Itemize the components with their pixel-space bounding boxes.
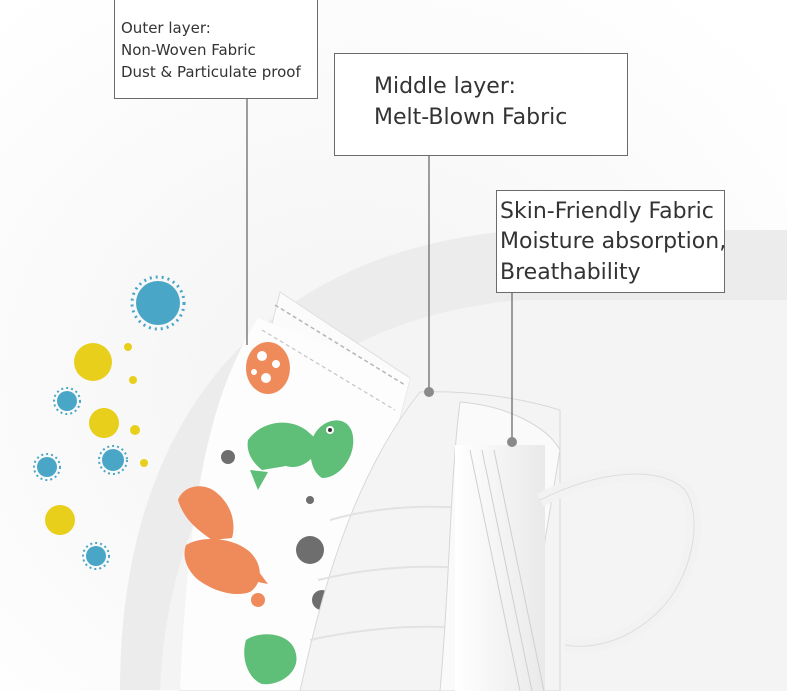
inner-layer xyxy=(439,401,702,691)
inner-label-line: Skin-Friendly Fabric xyxy=(500,199,714,224)
inner-label-line: Breathability xyxy=(500,259,641,285)
outer-label-line: Outer layer: xyxy=(121,19,211,37)
inner-layer-label: Skin-Friendly Fabric Moisture absorption… xyxy=(496,190,727,293)
egg-print xyxy=(246,342,290,394)
middle-layer-label: Middle layer: Melt-Blown Fabric xyxy=(334,53,628,156)
middle-label-line: Middle layer: xyxy=(374,74,516,99)
outer-layer-label: Outer layer: Non-Woven Fabric Dust & Par… xyxy=(114,0,318,99)
dinosaur-print xyxy=(244,420,354,685)
virus-icon xyxy=(33,453,61,481)
inner-label-line: Moisture absorption, xyxy=(500,229,727,255)
virus-icon xyxy=(53,387,81,415)
virus-icon xyxy=(98,445,128,475)
virus-icon xyxy=(82,542,110,570)
pollen-icon xyxy=(45,343,148,535)
inner-layer-marker xyxy=(507,437,517,447)
outer-label-line: Non-Woven Fabric xyxy=(121,40,256,59)
outer-label-line: Dust & Particulate proof xyxy=(121,62,301,81)
leader-lines xyxy=(246,99,513,442)
middle-layer-marker xyxy=(424,387,434,397)
middle-label-line: Melt-Blown Fabric xyxy=(374,104,568,130)
dinosaur-print xyxy=(178,486,268,607)
virus-icon xyxy=(130,275,186,331)
